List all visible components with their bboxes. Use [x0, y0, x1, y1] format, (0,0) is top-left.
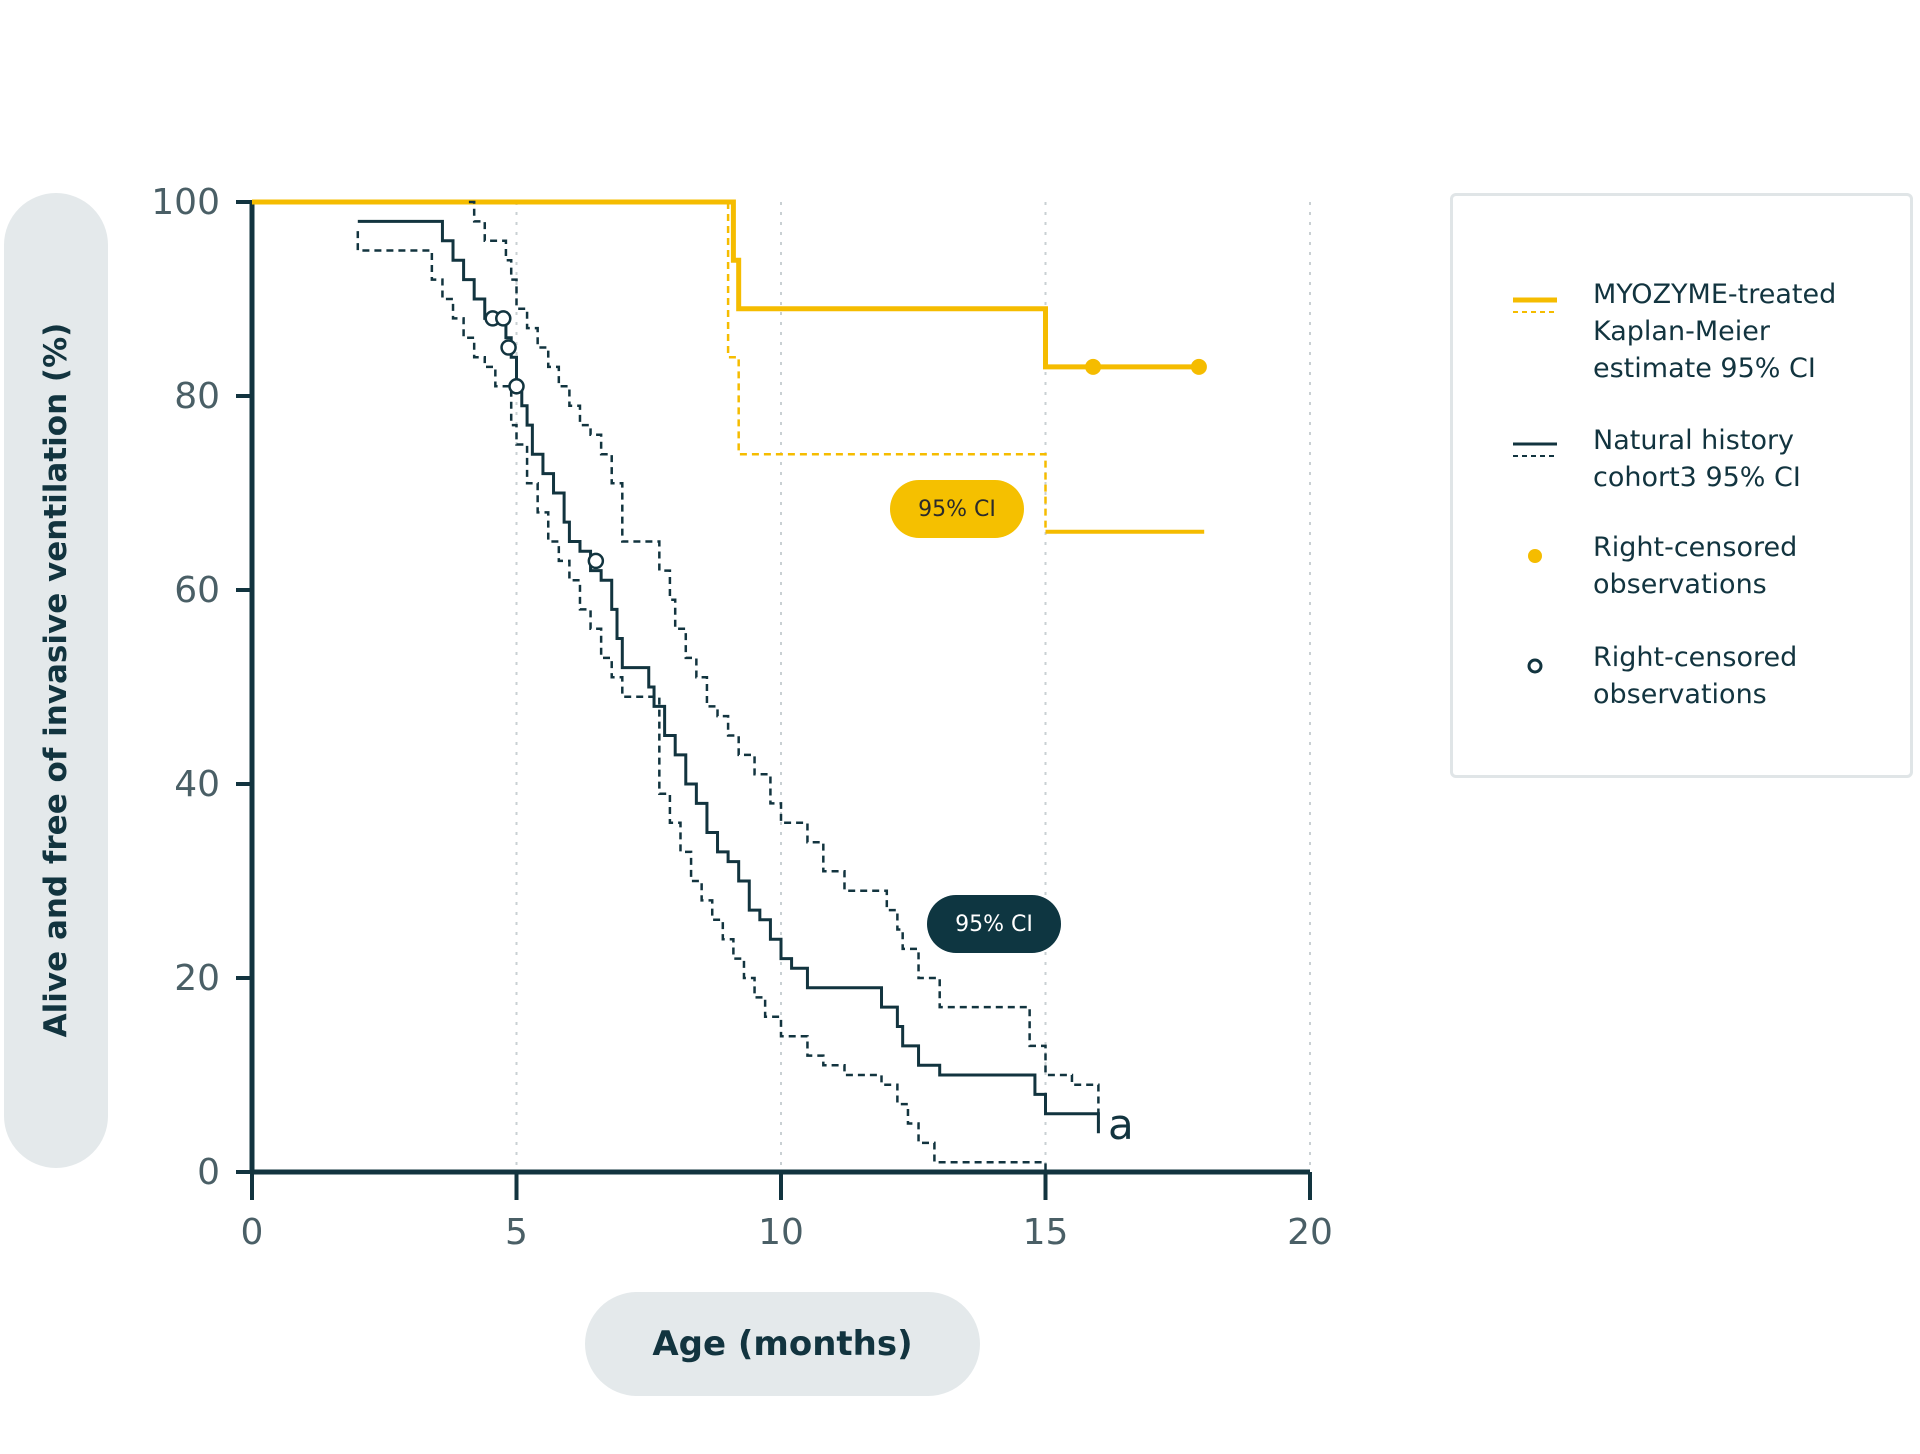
y-tick-label-0: 0 [197, 1152, 220, 1193]
x-tick-label-1: 5 [505, 1212, 528, 1253]
treated-ci-badge: 95% CI [890, 480, 1024, 538]
legend-label-censored-natural: Right-censored observations [1593, 642, 1798, 710]
censored-filled-point-0 [1085, 358, 1102, 375]
y-tick-label-1: 20 [174, 958, 220, 999]
series-line-3 [468, 200, 1100, 1124]
x-tick-label-3: 15 [1023, 1212, 1069, 1253]
legend-label-censored-treated: Right-censored observations [1593, 532, 1798, 600]
legend-label-natural: Natural history cohort3 95% CI [1593, 425, 1801, 493]
y-axis-label: Alive and free of invasive ventilation (… [38, 322, 74, 1038]
legend-swatch-open-circle [1527, 658, 1543, 674]
series-line-4 [356, 231, 1047, 1172]
y-tick-label-2: 40 [174, 764, 220, 805]
x-tick-label-0: 0 [241, 1212, 264, 1253]
x-axis-label-pill: Age (months) [585, 1292, 980, 1396]
censored-open-point-1 [495, 310, 512, 327]
x-tick-label-2: 10 [758, 1212, 804, 1253]
y-axis-label-pill [4, 193, 108, 1168]
legend-swatch-filled-dot [1528, 549, 1542, 563]
x-tick-label-4: 20 [1287, 1212, 1333, 1253]
censored-open-point-4 [587, 552, 605, 570]
y-tick-label-3: 60 [174, 570, 220, 611]
censored-open-point-3 [508, 378, 525, 395]
legend-label-treated: MYOZYME-treated Kaplan-Meier estimate 95… [1593, 279, 1837, 384]
series-line-1 [726, 202, 1047, 532]
series-line-0 [252, 199, 1205, 370]
x-axis-label: Age (months) [652, 1324, 913, 1364]
y-tick-label-4: 80 [174, 376, 220, 417]
y-tick-label-5: 100 [151, 182, 220, 223]
series-line-2 [357, 219, 1100, 1134]
legend-swatch-natural [1513, 442, 1557, 457]
natural-ci-badge: 95% CI [927, 895, 1061, 953]
legend-swatch-treated [1513, 297, 1557, 313]
censored-open-point-2 [500, 339, 517, 356]
legend: MYOZYME-treated Kaplan-Meier estimate 95… [1450, 193, 1913, 778]
censored-filled-point-1 [1190, 358, 1207, 375]
footnote-marker: a [1108, 1100, 1134, 1149]
